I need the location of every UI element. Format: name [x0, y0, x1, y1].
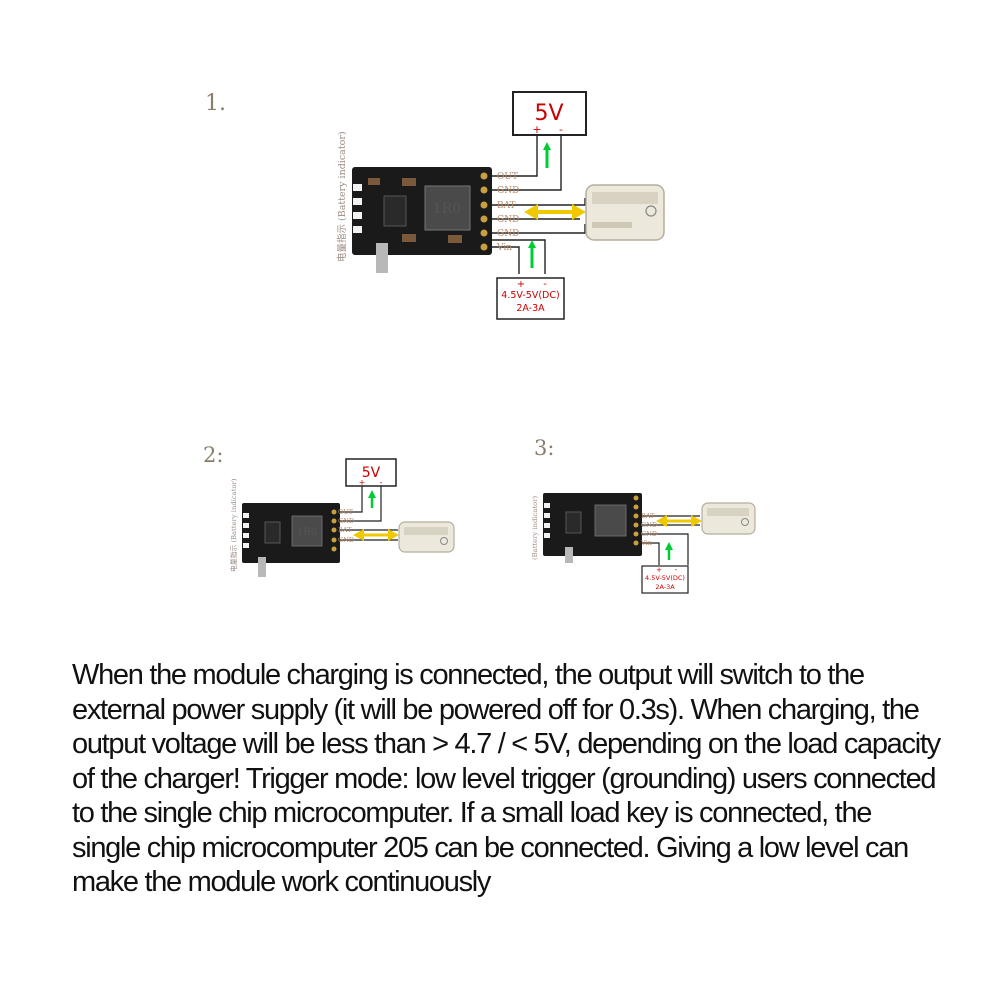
battery-indicator-label: 电量指示 (Battery indicator) [336, 131, 348, 262]
pin-label: Vin [640, 539, 652, 547]
solder-pads [480, 172, 488, 251]
battery-indicator-label: 电量指示 (Battery indicator) [229, 478, 238, 572]
diagram-3: 3: + - 4.5V-5V(DC) 2A-3A [531, 436, 756, 594]
charger-module-board: 1R0 [242, 503, 340, 577]
slide-switch [565, 547, 573, 563]
battery-icon [585, 184, 665, 241]
pin-label: GND [497, 215, 519, 225]
wires [636, 515, 700, 565]
bidirectional-arrow-icon [656, 515, 702, 527]
charger-module-board [543, 493, 642, 563]
bidirectional-arrow-icon [524, 204, 586, 220]
input-minus-sign: - [543, 279, 547, 290]
battery-indicator-label: (Battery indicator) [531, 496, 539, 560]
output-5v-box: 5V + - [345, 458, 397, 487]
input-minus-sign: - [675, 566, 678, 574]
input-box-frame [496, 277, 565, 320]
pin-label: BAT [641, 512, 655, 520]
output-minus-sign: - [380, 478, 383, 487]
output-voltage-label: 5V [534, 101, 563, 126]
bidirectional-arrow-icon [353, 529, 399, 541]
step-number: 1. [205, 91, 226, 116]
battery-leds [243, 513, 249, 548]
slide-switch [258, 557, 266, 577]
battery-icon [701, 502, 756, 535]
pin-label: GND [338, 517, 354, 525]
inductor-chip [594, 504, 627, 537]
pin-labels: OUT GND BAT GND GND Vin [496, 172, 519, 253]
input-voltage-label: 4.5V-5V(DC) [645, 574, 685, 582]
input-current-label: 2A-3A [516, 303, 545, 314]
inductor-marking: 1R0 [297, 527, 317, 538]
pin-labels: BAT GND GND Vin [640, 512, 657, 547]
solder-pads [331, 509, 337, 552]
input-voltage-label: 4.5V-5V(DC) [501, 290, 559, 301]
diagram-2: 2: 5V + - 1R0 [203, 443, 455, 577]
battery-icon [398, 521, 455, 553]
input-plus-sign: + [656, 566, 662, 574]
pin-label: GND [497, 229, 519, 239]
output-5v-box: 5V + - [512, 91, 587, 136]
pin-label: GND [497, 186, 519, 196]
battery-leds [544, 503, 550, 538]
wires [490, 135, 586, 274]
inductor-chip [291, 515, 323, 547]
pin-label: OUT [338, 508, 354, 516]
step-number: 2: [203, 443, 223, 467]
slide-switch [376, 243, 388, 273]
output-box-frame [345, 458, 397, 487]
pin-label: GND [338, 536, 354, 544]
input-box-frame [641, 565, 689, 594]
pin-label: BAT [338, 526, 352, 534]
input-current-label: 2A-3A [655, 583, 675, 591]
description-text: When the module charging is connected, t… [72, 659, 941, 898]
pin-labels: OUT GND BAT GND [338, 508, 354, 544]
pin-label: GND [641, 530, 657, 538]
inductor-chip [424, 185, 471, 231]
output-minus-sign: - [559, 123, 563, 136]
diagram-1: 1. 5V + - [205, 91, 665, 320]
input-plus-sign: + [517, 279, 525, 290]
step-number: 3: [534, 436, 554, 460]
charger-module-board: 1R0 [352, 167, 492, 273]
pin-label: GND [641, 521, 657, 529]
input-dc-box: + - 4.5V-5V(DC) 2A-3A [641, 565, 689, 594]
pin-label: Vin [496, 243, 512, 253]
output-plus-sign: + [359, 478, 366, 487]
output-plus-sign: + [532, 123, 541, 136]
input-dc-box: + - 4.5V-5V(DC) 2A-3A [496, 277, 565, 320]
battery-leds [353, 184, 362, 233]
solder-pads [633, 495, 639, 546]
pin-label: BAT [497, 201, 516, 211]
inductor-marking: 1R0 [433, 201, 461, 217]
output-box-frame [512, 91, 587, 136]
output-voltage-label: 5V [362, 465, 381, 481]
pin-label: OUT [497, 172, 518, 182]
wires [334, 486, 398, 541]
